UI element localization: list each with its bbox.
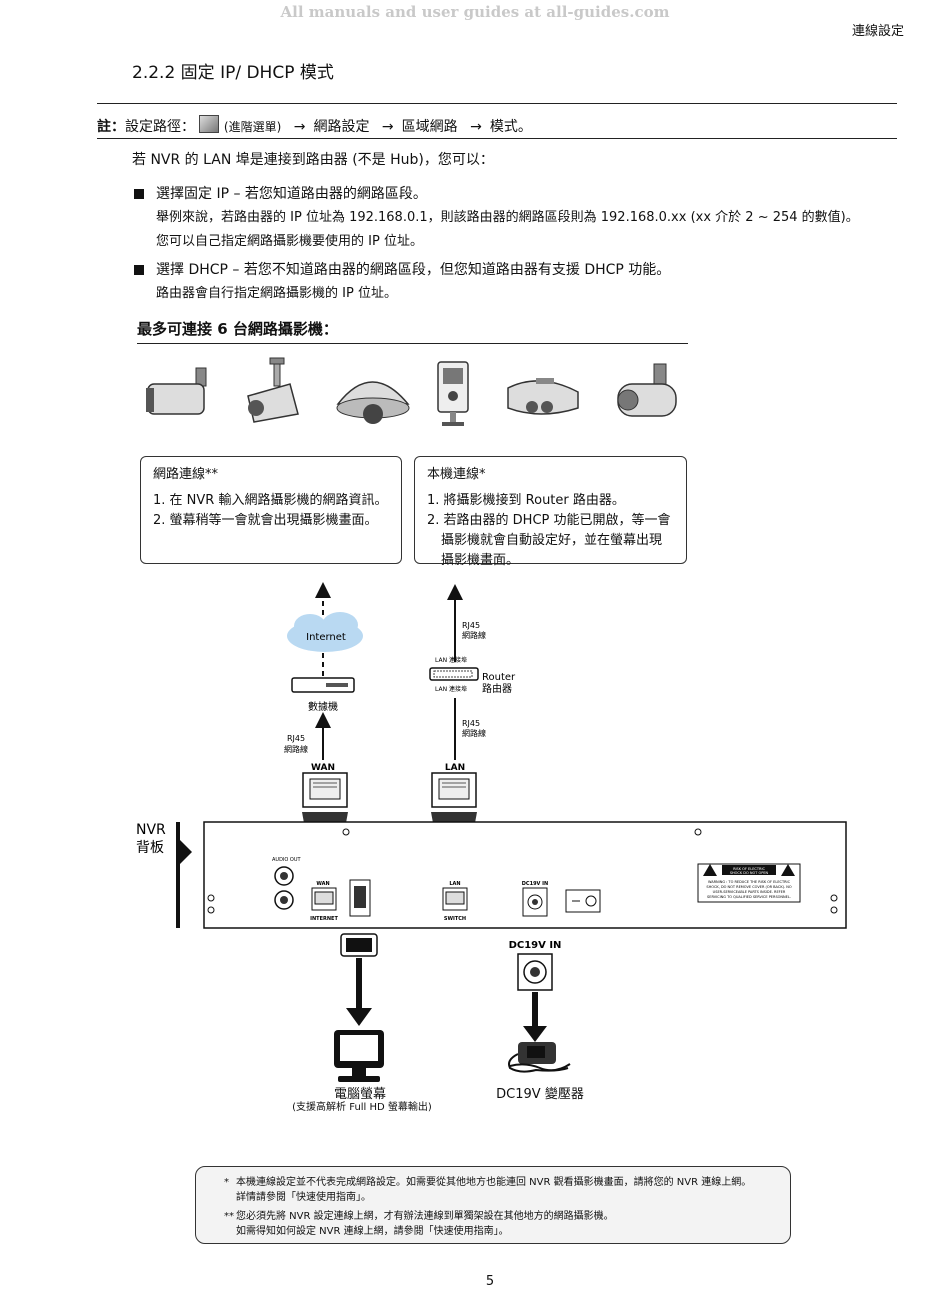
lan-port-label-bottom: LAN 連接埠 [435,685,467,693]
network-connection-box: 網路連線** 1. 在 NVR 輸入網路攝影機的網路資訊。 2. 螢幕稍等一會就… [140,456,402,564]
router-icon [429,667,479,681]
note-line: 註：設定路徑： (進階選單) → 網路設定 → 區域網路 → 模式。 [97,115,532,136]
camera-row [146,357,677,426]
panel-wan-label: WAN [316,881,329,887]
bullet-camera-1-icon [146,367,207,415]
cable-label-bottom: 網路線 [462,728,486,738]
camera-heading-underline [137,343,688,344]
connection-diagram: Internet 數據機 RJ45 網路線 WAN RJ45 網路線 LAN 連… [136,582,847,1082]
note-path-prefix: 設定路徑： [125,119,195,135]
divider-top [97,103,897,104]
note-label: 註： [97,119,125,135]
adapter-label: DC19V 變壓器 [496,1087,584,1102]
rj45-label-top: RJ45 [462,621,480,630]
audio-out-label: AUDIO OUT [272,857,302,863]
divider-note [97,138,897,139]
nvr-label-1: NVR [136,822,166,838]
ceiling-camera-2-icon [247,357,299,423]
svg-text:SHOCK, DO NOT REMOVE COVER (OR: SHOCK, DO NOT REMOVE COVER (OR BACK). NO [706,885,791,889]
page-number: 5 [485,1274,495,1289]
arrow-icon: → [381,119,394,135]
bullet-1-title: 選擇固定 IP – 若您知道路由器的網路區段。 [156,186,427,202]
modem-icon [291,677,355,693]
gear-icon [199,115,220,133]
rj45-label-left: RJ45 [287,734,305,743]
bullet-2-title: 選擇 DHCP – 若您不知道路由器的網路區段，但您知道路由器有支援 DHCP … [156,262,671,278]
svg-text:USER-SERVICEABLE PARTS INSIDE.: USER-SERVICEABLE PARTS INSIDE. REFER [713,890,786,894]
svg-text:SERVICING TO QUALIFIED SERVICE: SERVICING TO QUALIFIED SERVICE PERSONNEL… [707,895,791,899]
nvr-label-2: 背板 [136,840,164,856]
bullet-1-line3: 您可以自己指定網路攝影機要使用的 IP 位址。 [156,234,423,249]
note-step-1: 網路設定 [313,119,370,135]
cube-camera-4-icon [437,361,469,426]
panel-internet-label: INTERNET [310,916,338,922]
router-zh-label: 路由器 [482,682,512,695]
note-step-2: 區域網路 [401,119,458,135]
wan-label: WAN [311,763,335,773]
bullet-icon [134,265,144,275]
camera-heading: 最多可連接 6 台網路攝影機： [137,320,338,338]
internet-label: Internet [306,632,346,643]
bullet-1-line2: 舉例來說，若路由器的 IP 位址為 192.168.0.1，則該路由器的網路區段… [156,210,859,225]
footnote-1-line2: 詳情請參閱「快速使用指南」。 [236,1192,371,1203]
wall-camera-5-icon [507,378,579,415]
power-switch-icon [565,889,601,913]
svg-text:WARNING : TO REDUCE THE RISK O: WARNING : TO REDUCE THE RISK OF ELECTRIC [708,880,791,884]
local-box-item-2: 2. 若路由器的 DHCP 功能已開啟，等一會 [427,513,671,528]
section-heading: 2.2.2 固定 IP/ DHCP 模式 [132,63,334,83]
svg-text:RISK OF ELECTRIC: RISK OF ELECTRIC [733,867,765,871]
section-name: 連線設定 [851,24,904,39]
router-en-label: Router [482,672,516,683]
note-step-3: 模式。 [489,119,532,135]
power-adapter-icon [508,1042,571,1073]
footnote-2-mark: ** [224,1211,234,1222]
arrow-icon: → [293,119,306,135]
panel-dc-label: DC19V IN [522,881,548,887]
panel-lan-label: LAN [449,881,460,887]
bullet-icon [134,189,144,199]
bullet-2-line2: 路由器會自行指定網路攝影機的 IP 位址。 [156,286,397,301]
local-box-item-2-cont: 攝影機畫面。 [441,553,520,568]
watermark: All manuals and user guides at all-guide… [280,3,670,21]
local-box-item-2-cont: 攝影機就會自動設定好，並在螢幕出現 [441,533,663,548]
cable-label-left: 網路線 [284,744,308,754]
monitor-note: (支援高解析 Full HD 螢幕輸出) [292,1102,432,1113]
footnote-1-mark: * [224,1177,229,1188]
footnote-box: * 本機連線設定並不代表完成網路設定。如需要從其他地方也能連回 NVR 觀看攝影… [195,1166,791,1244]
rj45-label-bottom: RJ45 [462,719,480,728]
local-box-item-1: 1. 將攝影機接到 Router 路由器。 [427,493,625,508]
panel-switch-label: SWITCH [444,916,466,922]
internet-cloud-icon [287,612,363,652]
intro-text: 若 NVR 的 LAN 埠是連接到路由器 (不是 Hub)，您可以： [132,152,494,168]
footnote-2-line1: 您必須先將 NVR 設定連線上網，才有辦法連線到單獨架設在其他地方的網路攝影機。 [236,1211,614,1222]
local-box-title: 本機連線* [427,467,486,482]
modem-label: 數據機 [308,700,338,713]
monitor-icon [334,1030,384,1082]
local-connection-box: 本機連線* 1. 將攝影機接到 Router 路由器。 2. 若路由器的 DHC… [414,456,687,568]
warning-label: RISK OF ELECTRIC SHOCK DO NOT OPEN WARNI… [697,863,801,903]
bullet-camera-6-icon [617,363,677,417]
wan-port-icon [302,772,348,808]
footnote-1-line1: 本機連線設定並不代表完成網路設定。如需要從其他地方也能連回 NVR 觀看攝影機畫… [236,1177,752,1188]
network-box-item-1: 1. 在 NVR 輸入網路攝影機的網路資訊。 [153,493,388,508]
network-box-title: 網路連線** [153,467,219,482]
dome-camera-3-icon [336,381,410,424]
network-box-item-2: 2. 螢幕稍等一會就會出現攝影機畫面。 [153,513,378,528]
lan-port-icon [431,772,477,808]
cable-label-top: 網路線 [462,630,486,640]
footnote-2-line2: 如需得知如何設定 NVR 連線上網，請參閱「快速使用指南」。 [236,1226,509,1237]
monitor-label: 電腦螢幕 [333,1087,386,1102]
lan-port-label-top: LAN 連接埠 [435,656,467,664]
dc19v-in-label: DC19V IN [509,940,562,951]
lan-label: LAN [445,763,465,773]
note-menu-label: (進階選單) [223,120,282,134]
arrow-icon: → [470,119,482,135]
svg-text:SHOCK DO NOT OPEN: SHOCK DO NOT OPEN [730,871,769,875]
